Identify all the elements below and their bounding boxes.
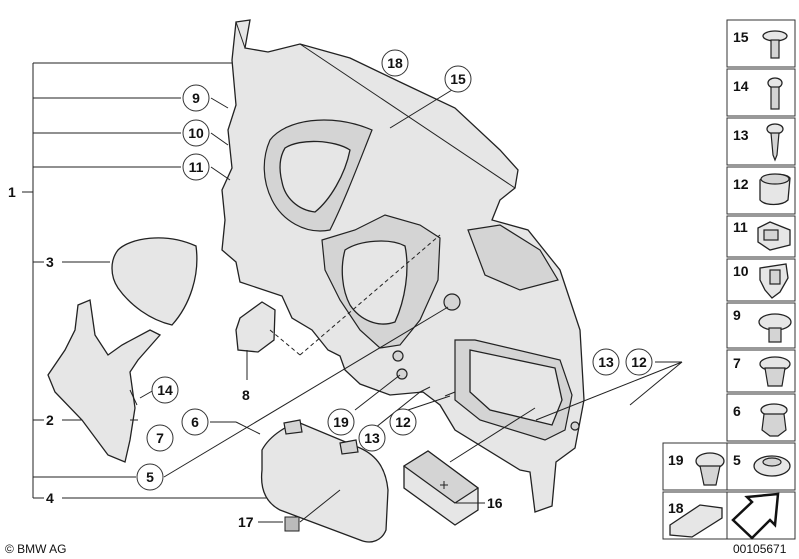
- svg-text:19: 19: [333, 414, 349, 430]
- copyright-text: © BMW AG: [5, 542, 67, 556]
- legend-13: 13: [733, 127, 749, 143]
- part-8-bracket: [235, 301, 276, 353]
- legend-12: 12: [733, 176, 749, 192]
- label-8: 8: [242, 387, 250, 403]
- part-4-clip-2: [339, 439, 359, 455]
- part-2-lower-trim: [47, 299, 162, 463]
- legend-7: 7: [733, 355, 741, 371]
- legend-14: 14: [733, 78, 749, 94]
- callout-10: 10: [182, 119, 210, 147]
- fastener-6-clip: [760, 403, 788, 437]
- label-1: 1: [8, 184, 16, 200]
- svg-text:7: 7: [156, 430, 164, 446]
- callout-18: 18: [381, 49, 409, 77]
- callout-7: 7: [146, 424, 174, 452]
- label-17: 17: [238, 514, 254, 530]
- callout-12-a: 12: [389, 408, 417, 436]
- legend-6: 6: [733, 403, 741, 419]
- callout-12-b: 12: [625, 348, 653, 376]
- legend-19: 19: [668, 452, 684, 468]
- fastener-7-rivet: [759, 356, 791, 387]
- callout-13-a: 13: [358, 424, 386, 452]
- callout-5: 5: [136, 463, 164, 491]
- side-trim-panel: [221, 19, 585, 513]
- fastener-12-plug: [759, 173, 791, 206]
- callout-6: 6: [181, 408, 209, 436]
- svg-text:12: 12: [631, 354, 647, 370]
- part-4-clip: [283, 419, 303, 435]
- callout-13-b: 13: [592, 348, 620, 376]
- legend-11: 11: [733, 219, 748, 235]
- svg-text:6: 6: [191, 414, 199, 430]
- svg-text:14: 14: [157, 382, 173, 398]
- fastener-13-screw: [766, 123, 784, 162]
- label-16: 16: [487, 495, 503, 511]
- group-bracket: [22, 62, 290, 499]
- legend-10: 10: [733, 263, 749, 279]
- legend-9: 9: [733, 307, 741, 323]
- callout-11: 11: [182, 153, 210, 181]
- svg-text:13: 13: [598, 354, 614, 370]
- svg-text:11: 11: [189, 159, 204, 175]
- legend-15: 15: [733, 29, 749, 45]
- legend-5: 5: [733, 452, 741, 468]
- fastener-9-rivet: [758, 313, 792, 343]
- svg-text:15: 15: [450, 71, 466, 87]
- fastener-14-bolt: [767, 77, 783, 110]
- fastener-11-clip: [757, 221, 791, 251]
- callout-14: 14: [151, 376, 179, 404]
- label-4: 4: [46, 490, 54, 506]
- svg-text:5: 5: [146, 469, 154, 485]
- fastener-19-rivet: [695, 452, 725, 486]
- svg-text:18: 18: [387, 55, 403, 71]
- svg-text:13: 13: [364, 430, 380, 446]
- reference-number: 00105671: [733, 542, 787, 556]
- svg-text:10: 10: [188, 125, 204, 141]
- callout-19: 19: [327, 408, 355, 436]
- part-17-label: [284, 516, 300, 532]
- label-2: 2: [46, 412, 54, 428]
- part-3-pad: [111, 237, 198, 326]
- legend-column: 15 14 13 12 11 10 9 7 6 19 5 18: [662, 19, 796, 540]
- part-16-first-aid-kit: [402, 450, 480, 526]
- label-3: 3: [46, 254, 54, 270]
- svg-text:9: 9: [192, 90, 200, 106]
- callout-15: 15: [444, 65, 472, 93]
- fastener-5-cap: [753, 455, 791, 477]
- part-18-pad: [669, 504, 723, 538]
- fastener-15-screw: [762, 30, 788, 59]
- callout-9: 9: [182, 84, 210, 112]
- legend-18: 18: [668, 500, 684, 516]
- svg-text:12: 12: [395, 414, 411, 430]
- arrow-icon: [731, 492, 780, 540]
- fastener-10-clip: [759, 263, 789, 299]
